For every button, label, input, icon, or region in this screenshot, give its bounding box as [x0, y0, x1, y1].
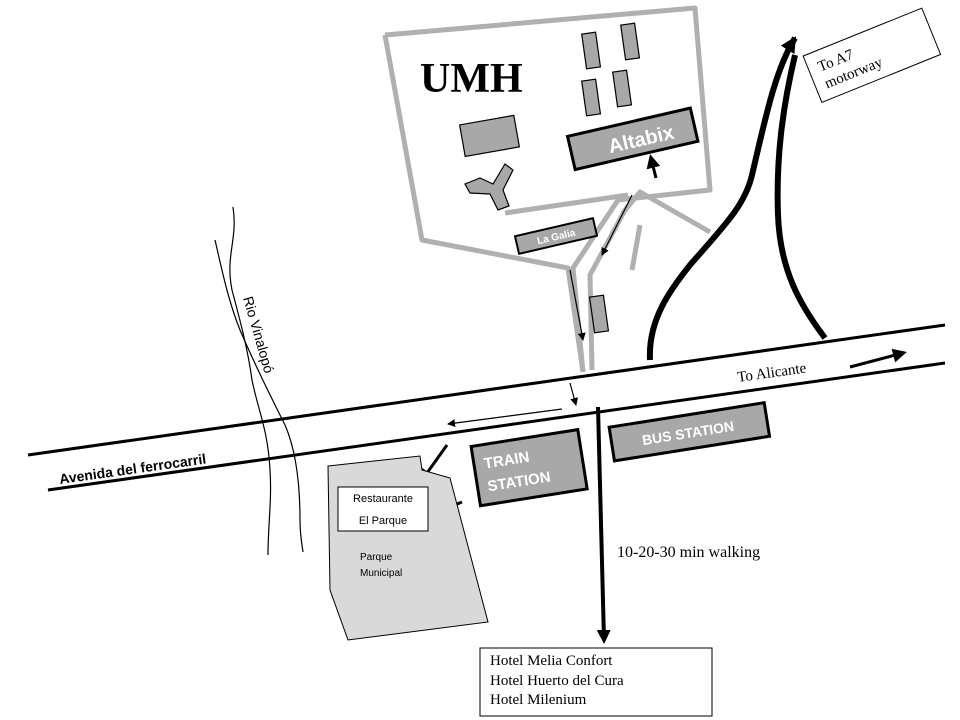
- walking-time-label: 10-20-30 min walking: [617, 544, 760, 561]
- campus-buildings: [458, 22, 641, 334]
- avenue-label: Avenida del ferrocarril: [58, 451, 207, 487]
- restaurant-box: [337, 486, 429, 532]
- to-alicante-label: To Alicante: [736, 360, 807, 386]
- river-label: Rio Vinalopó: [240, 294, 277, 375]
- building-block: [581, 31, 602, 70]
- restaurant-line1: Restaurante: [353, 493, 413, 505]
- altabix-arrow: [646, 154, 661, 179]
- building-block: [620, 22, 641, 61]
- to-alicante-arrow: [849, 348, 907, 369]
- river: [214, 206, 304, 556]
- campus-title: UMH: [420, 56, 523, 102]
- la-galia-building: La Galia: [513, 217, 599, 255]
- altabix-building: Altabix: [565, 106, 700, 172]
- parque-municipal-area: [327, 455, 489, 641]
- building-block: [581, 78, 602, 117]
- park-line1: Parque: [360, 552, 393, 563]
- train-station: TRAIN STATION: [469, 427, 589, 508]
- train-station-line1: TRAIN: [483, 449, 531, 473]
- hotel-item: Hotel Huerto del Cura: [490, 673, 624, 689]
- restaurant-line2: El Parque: [359, 515, 407, 527]
- building-block: [612, 69, 633, 108]
- to-a7-sign: To A7 motorway: [802, 7, 942, 104]
- hotel-item: Hotel Milenium: [490, 692, 587, 708]
- avenue-road: [27, 323, 946, 492]
- y-building: [464, 163, 514, 211]
- hotels-box: [479, 647, 713, 717]
- hotel-item: Hotel Melia Confort: [490, 653, 613, 669]
- walking-route-line: [596, 406, 611, 644]
- bus-station: BUS STATION: [607, 400, 772, 463]
- building-block: [588, 294, 610, 334]
- building-block: [458, 114, 521, 158]
- motorway-road: [646, 36, 828, 361]
- direction-arrows: [447, 194, 633, 428]
- park-line2: Municipal: [360, 568, 402, 579]
